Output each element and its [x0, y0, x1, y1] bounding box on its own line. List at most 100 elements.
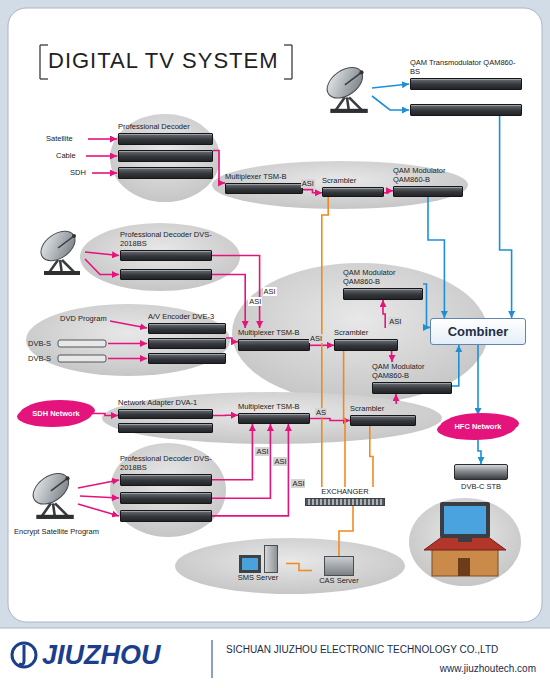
device-unit [225, 183, 303, 194]
device-unit [120, 474, 212, 486]
connector [213, 414, 238, 416]
node-label: DVB-C STB [448, 482, 514, 491]
server-icon [230, 545, 286, 573]
device-unit [118, 167, 213, 179]
device-label: QAM Transmodulator QAM860-BS [410, 58, 522, 76]
connector [212, 275, 245, 329]
node-label: HFC Network [448, 422, 508, 431]
connector [213, 151, 225, 184]
device-label: Multiplexer TSM-B [238, 402, 310, 411]
node-label: SMS Server [230, 573, 286, 582]
connector [226, 338, 238, 342]
edge-label: ASI [388, 317, 402, 326]
brand-name: JIUZHOU [42, 640, 161, 670]
signal-label: Cable [56, 151, 76, 160]
company-text: www.jiuzhoutech.com [440, 663, 536, 675]
connector [452, 345, 459, 386]
connector [500, 116, 512, 318]
connector [212, 424, 252, 480]
device-group: QAM Modulator QAM860-B [372, 362, 452, 394]
device-label: A/V Encoder DVE-3 [148, 312, 226, 321]
stb-device [454, 464, 508, 480]
device-label: Network Adapter DVA-1 [118, 398, 213, 407]
device-label: Professional Decoder [118, 122, 213, 131]
node-label: EXCHANGER [305, 487, 385, 496]
signal-label: DVB-S [28, 354, 51, 363]
device-group: Multiplexer TSM-B [238, 328, 310, 351]
connector [212, 256, 260, 329]
device-label: Multiplexer TSM-B [225, 172, 303, 181]
device-group: Professional Decoder DVS-2018BS [120, 230, 212, 280]
network-cloud: SDH Network [20, 402, 92, 425]
device-unit [410, 78, 522, 90]
device-group: Professional Decoder [118, 122, 213, 179]
satellite-dish [28, 467, 75, 519]
connector [384, 191, 393, 193]
connector [395, 394, 397, 404]
node-label: Combiner [437, 324, 519, 339]
device-unit [120, 269, 212, 280]
device-unit [238, 339, 310, 351]
device-label: Scrambler [322, 176, 384, 185]
device-unit [410, 104, 522, 116]
connector [92, 414, 118, 416]
edge-label: ASI [248, 297, 262, 306]
title-bracket [40, 45, 292, 79]
monitor-icon [239, 555, 261, 573]
device-unit [322, 187, 384, 197]
company-text: SICHUAN JIUZHOU ELECTRONIC TECHNOLOGY CO… [226, 644, 498, 656]
connector [303, 190, 322, 193]
device-group: Scrambler [334, 328, 398, 351]
device-group: Multiplexer TSM-B [238, 402, 310, 424]
device-unit [120, 250, 212, 261]
device-group: Scrambler [350, 404, 416, 426]
connector [339, 506, 353, 556]
device-unit [120, 492, 212, 504]
node-label: SDH Network [28, 409, 84, 418]
edge-label: ASI [291, 479, 305, 488]
device-unit [238, 413, 310, 424]
device-label: Scrambler [334, 328, 398, 337]
device-unit [118, 150, 213, 162]
device-unit [334, 339, 398, 351]
edge-label: ASI [255, 447, 269, 456]
connector [286, 564, 312, 571]
signal-label: Encrypt Satellite Program [14, 527, 99, 536]
connector [423, 284, 430, 327]
connector [477, 345, 479, 415]
connector [428, 197, 444, 318]
signal-label: DVB-S [28, 339, 51, 348]
footer-band [0, 628, 550, 688]
device-unit [148, 338, 226, 349]
connector [383, 300, 385, 328]
connector [212, 424, 288, 516]
device-unit [118, 423, 213, 433]
network-cloud: HFC Network [440, 415, 516, 438]
device-unit [118, 409, 213, 419]
signal-label: DVD Program [60, 314, 107, 323]
device-group: Professional Decoder DVS-2018BS [120, 454, 212, 522]
device-group: Multiplexer TSM-B [225, 172, 303, 194]
title-text: DIGITAL TV SYSTEM [48, 47, 279, 75]
set-top-box: DVB-C STB [448, 464, 514, 491]
company-logo [12, 640, 212, 678]
connector [212, 424, 270, 498]
device-label: QAM Modulator QAM860-B [393, 166, 463, 184]
device-group: Scrambler [322, 176, 384, 197]
signal-label: SDH [70, 168, 86, 177]
feed-line [78, 84, 409, 516]
group-ellipse [26, 114, 521, 594]
device-unit [120, 510, 212, 522]
device-unit [393, 186, 463, 197]
server: CAS Server [312, 556, 366, 585]
connector [478, 438, 481, 464]
device-unit [148, 353, 226, 364]
connector [391, 351, 393, 362]
device-label: Scrambler [350, 404, 416, 413]
device-unit [118, 133, 213, 145]
device-label: QAM Modulator QAM860-B [372, 362, 452, 380]
exchanger-switch: EXCHANGER [305, 487, 385, 506]
edge-label: AS [315, 408, 327, 417]
